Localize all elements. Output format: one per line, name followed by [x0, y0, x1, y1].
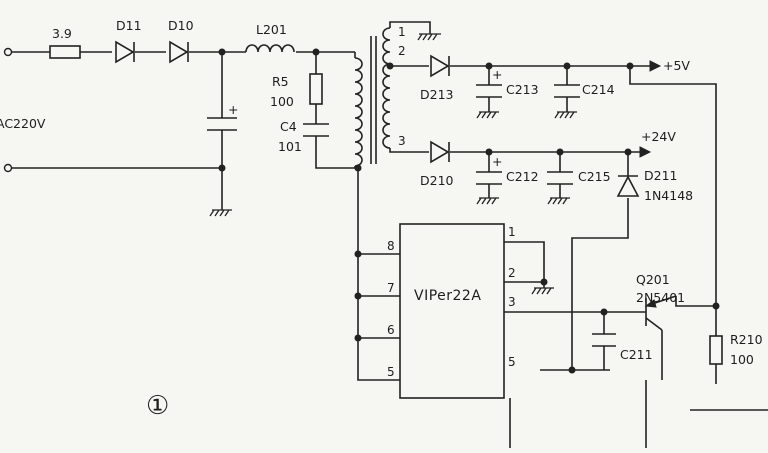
ic-pin-8: 8: [387, 239, 395, 253]
ic-pin-6: 6: [387, 323, 395, 337]
fuse-resistor-label: 3.9: [52, 26, 72, 41]
ic-pin-2: 2: [508, 266, 516, 280]
winding-pin-2: 2: [398, 44, 406, 58]
winding-pin-3: 3: [398, 134, 406, 148]
cap-c4-value: 101: [278, 139, 302, 154]
ic-pin-7: 7: [387, 281, 395, 295]
winding-pin-1: 1: [398, 25, 406, 39]
diode-d211-part: 1N4148: [644, 188, 693, 203]
cap-c213-label: C213: [506, 82, 539, 97]
svg-text:+: +: [228, 102, 238, 117]
transistor-q201-label: Q201: [636, 272, 670, 287]
ic-pin-3: 3: [508, 295, 516, 309]
diode-d11-symbol: [115, 40, 135, 64]
resistor-r5-value: 100: [270, 94, 294, 109]
cap-c211-label: C211: [620, 347, 653, 362]
fuse-resistor-symbol: [49, 45, 81, 59]
inductor-l201-label: L201: [256, 22, 287, 37]
resistor-r210-label: R210: [730, 332, 763, 347]
resistor-r5-symbol: [309, 73, 323, 105]
resistor-r210-value: 100: [730, 352, 754, 367]
svg-text:+: +: [492, 154, 502, 169]
diode-d11-label: D11: [116, 18, 142, 33]
ic-viper22a-name: VIPer22A: [414, 288, 481, 304]
ic-pin-5-right: 5: [508, 355, 516, 369]
figure-number: ①: [146, 391, 169, 421]
cap-c4-label: C4: [280, 119, 297, 134]
diode-d213-label: D213: [420, 87, 453, 102]
transistor-q201-symbol: [644, 295, 716, 380]
cap-c215-label: C215: [578, 169, 611, 184]
diode-d10-label: D10: [168, 18, 194, 33]
ac-input-terminal-bottom: [3, 163, 13, 173]
resistor-r210-symbol: [709, 335, 723, 365]
ic-pin-5-left: 5: [387, 365, 395, 379]
diode-d10-symbol: [169, 40, 189, 64]
diode-d213-symbol: [430, 54, 450, 78]
cap-c212-label: C212: [506, 169, 539, 184]
diode-d210-symbol: [430, 140, 450, 164]
transformer-primary-winding: [354, 57, 363, 167]
diode-d211-symbol: [616, 175, 640, 197]
ac-input-terminal-top: [3, 47, 13, 57]
output-5v-label: +5V: [663, 58, 690, 73]
diode-d211-label: D211: [644, 168, 677, 183]
transistor-q201-part: 2N5401: [636, 290, 685, 305]
svg-text:+: +: [492, 67, 502, 82]
inductor-l201-symbol: [245, 44, 295, 53]
ac-input-label: AC220V: [0, 116, 46, 131]
ic-viper22a-body: [399, 223, 505, 399]
resistor-r5-label: R5: [272, 74, 289, 89]
cap-c214-label: C214: [582, 82, 615, 97]
ic-pin-1: 1: [508, 225, 516, 239]
output-24v-label: +24V: [641, 129, 676, 144]
diode-d210-label: D210: [420, 173, 454, 188]
transformer-secondary-winding: [382, 27, 391, 149]
